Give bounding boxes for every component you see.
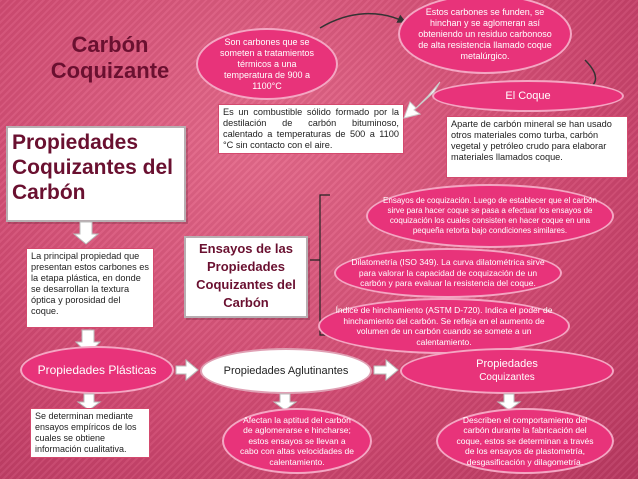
node-hinchamiento: Índice de hinchamiento (ASTM D-720). Ind… bbox=[318, 298, 570, 354]
heading-assays-line1: Ensayos de las bbox=[199, 241, 293, 256]
heading-main-line3: Carbón bbox=[12, 181, 86, 204]
node-coquizantes-line2: Coquizantes bbox=[479, 372, 535, 383]
node-principal: La principal propiedad que presentan est… bbox=[26, 248, 154, 328]
node-definicion: Es un combustible sólido formado por la … bbox=[218, 104, 404, 154]
node-afectan: Afectan la aptitud del carbón de aglomer… bbox=[222, 408, 372, 474]
node-aglutinantes: Propiedades Aglutinantes bbox=[200, 348, 372, 394]
heading-assays-box: Ensayos de las Propiedades Coquizantes d… bbox=[184, 236, 308, 318]
heading-main-line1: Propiedades bbox=[12, 131, 139, 154]
node-describen: Describen el comportamiento del carbón d… bbox=[436, 408, 614, 474]
heading-assays-line2: Propiedades bbox=[206, 259, 286, 274]
node-el-coque: El Coque bbox=[432, 80, 624, 112]
heading-main-box: Propiedades Coquizantes del Carbón bbox=[6, 126, 186, 222]
node-coquizantes: Propiedades Coquizantes bbox=[400, 348, 614, 394]
title-line2: Coquizante bbox=[50, 58, 170, 83]
node-coquizantes-line1: Propiedades bbox=[476, 358, 538, 370]
arrow-top-curve bbox=[319, 12, 407, 29]
heading-assays-line3: Coquizantes del bbox=[196, 277, 296, 292]
title: Carbón Coquizante bbox=[30, 32, 190, 84]
node-empiricos: Se determinan mediante ensayos empíricos… bbox=[30, 408, 150, 458]
heading-main-line2: Coquizantes del bbox=[12, 156, 174, 179]
title-line1: Carbón bbox=[71, 32, 149, 57]
node-carbones-tratados: Son carbones que se someten a tratamient… bbox=[196, 28, 338, 100]
node-dilatometria: Dilatometría (ISO 349). La curva dilatom… bbox=[334, 248, 562, 298]
node-aparte: Aparte de carbón mineral se han usado ot… bbox=[446, 116, 628, 178]
node-se-funden: Estos carbones se funden, se hinchan y s… bbox=[398, 0, 572, 74]
heading-assays-line4: Carbón bbox=[223, 295, 269, 310]
node-ensayo-coquizacion: Ensayos de coquización. Luego de estable… bbox=[366, 184, 614, 248]
node-plasticas: Propiedades Plásticas bbox=[20, 346, 174, 394]
